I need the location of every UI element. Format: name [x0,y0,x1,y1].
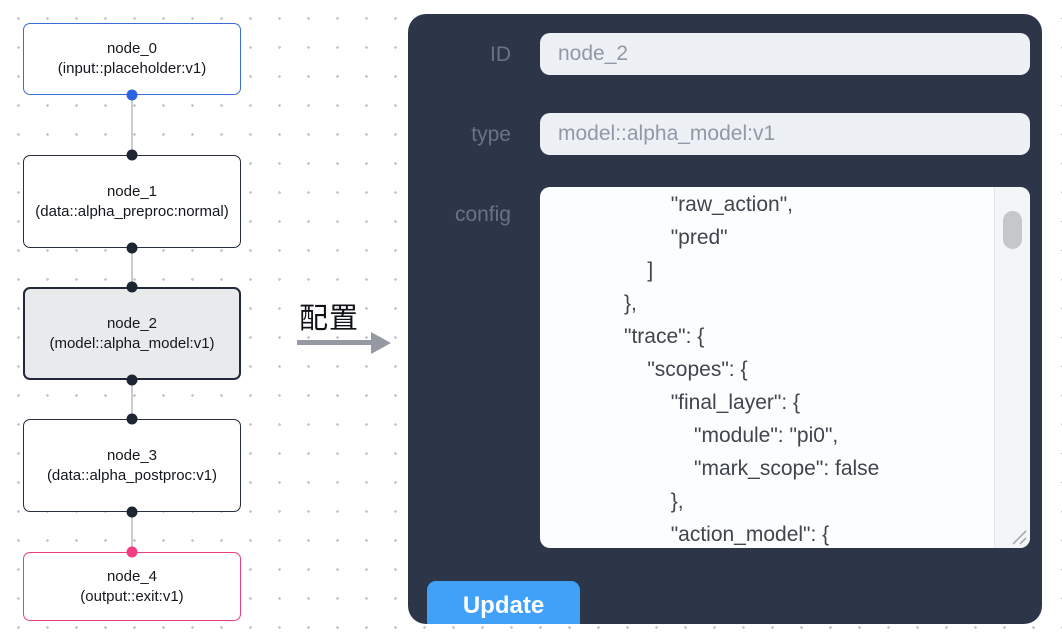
node_4-input-port[interactable] [126,546,138,558]
scrollbar-track[interactable] [994,187,1030,548]
config-textarea[interactable]: "raw_action", "pred" ] }, "trace": { "sc… [540,187,1030,548]
node_3-output-port[interactable] [126,506,138,518]
node-title: node_3 [106,446,158,464]
node_2-input-port[interactable] [126,281,138,293]
edge-connector [131,380,133,419]
node-node_0[interactable]: node_0 (input::placeholder:v1) [23,23,241,95]
edge-connector [131,95,133,155]
node-subtitle: (output::exit:v1) [80,587,184,605]
node-title: node_1 [106,182,158,200]
type-input[interactable] [540,113,1030,155]
node_1-output-port[interactable] [126,242,138,254]
edge-connector [131,512,133,552]
type-field-label: type [471,123,511,146]
arrow-right-icon [297,340,373,345]
node_2-output-port[interactable] [126,374,138,386]
update-button[interactable]: Update [427,581,580,624]
config-field-label: config [454,203,511,226]
node-node_2-selected[interactable]: node_2 (model::alpha_model:v1) [23,287,241,380]
resize-handle-icon[interactable] [1009,527,1027,545]
node-title: node_0 [106,40,158,57]
node-title: node_2 [106,314,158,332]
node-node_3[interactable]: node_3 (data::alpha_postproc:v1) [23,419,241,512]
id-input[interactable] [540,33,1030,75]
id-field-label: ID [490,43,511,66]
node-subtitle: (data::alpha_preproc:normal) [35,202,229,220]
config-transition-label: 配置 [299,303,360,335]
scrollbar-thumb[interactable] [1003,211,1022,249]
node_3-input-port[interactable] [126,413,138,425]
node-node_1[interactable]: node_1 (data::alpha_preproc:normal) [23,155,241,248]
node-node_4[interactable]: node_4 (output::exit:v1) [23,552,241,621]
node-subtitle: (model::alpha_model:v1) [49,334,215,352]
node-subtitle: (input::placeholder:v1) [57,60,207,77]
node-config-panel: ID type config "raw_action", "pred" ] },… [408,14,1042,624]
node-title: node_4 [106,567,158,585]
edge-connector [131,248,133,287]
config-json-text: "raw_action", "pred" ] }, "trace": { "sc… [624,193,880,546]
arrow-right-icon [371,331,391,354]
node_1-input-port[interactable] [126,149,138,161]
node-subtitle: (data::alpha_postproc:v1) [46,466,218,484]
node_0-output-port[interactable] [126,89,138,101]
